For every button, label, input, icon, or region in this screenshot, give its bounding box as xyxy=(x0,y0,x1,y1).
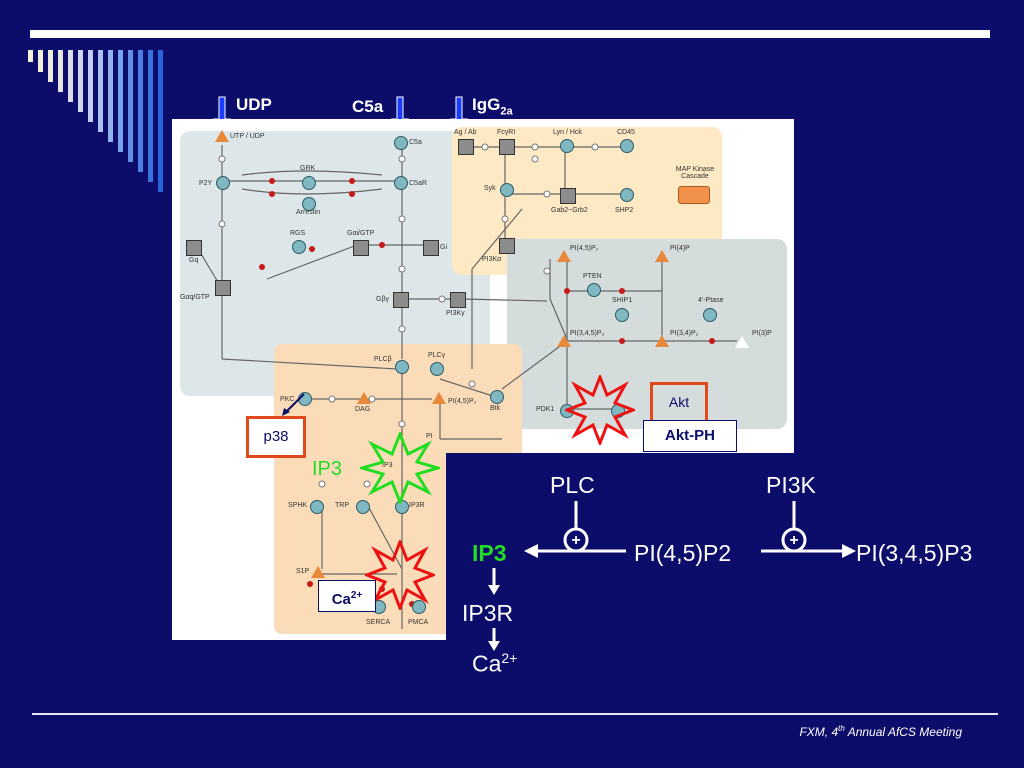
footer-text: FXM, 4th Annual AfCS Meeting xyxy=(799,724,962,739)
schematic-panel xyxy=(446,453,1024,703)
p38-arrow xyxy=(282,393,305,416)
schematic-arrows: + + xyxy=(488,501,856,651)
schematic-plc: PLC xyxy=(550,472,595,498)
ca-star-red xyxy=(365,540,435,610)
top-rule xyxy=(30,30,990,38)
ca-callout: Ca2+ xyxy=(318,580,376,612)
c5a-label: C5a xyxy=(352,97,384,116)
akt-ph-callout: Akt-PH xyxy=(643,420,737,452)
schematic-pi45p2: PI(4,5)P2 xyxy=(634,540,732,566)
schematic-ip3: IP3 xyxy=(472,540,507,566)
pi3k-plus-sign: + xyxy=(789,532,798,549)
schematic-pi3k: PI3K xyxy=(766,472,816,498)
plc-plus-sign: + xyxy=(571,532,580,549)
schematic-pi345p3: PI(3,4,5)P3 xyxy=(856,540,973,566)
schematic-ca: Ca2+ xyxy=(472,650,518,677)
igg-label: IgG2a xyxy=(472,95,513,118)
p38-callout: p38 xyxy=(246,416,306,458)
schematic-ip3r: IP3R xyxy=(462,600,514,626)
ip3-star-green xyxy=(360,432,440,504)
bottom-rule xyxy=(32,713,998,715)
udp-label: UDP xyxy=(236,95,272,114)
ip3-callout: IP3 xyxy=(312,458,343,480)
akt-star-red xyxy=(565,375,635,445)
